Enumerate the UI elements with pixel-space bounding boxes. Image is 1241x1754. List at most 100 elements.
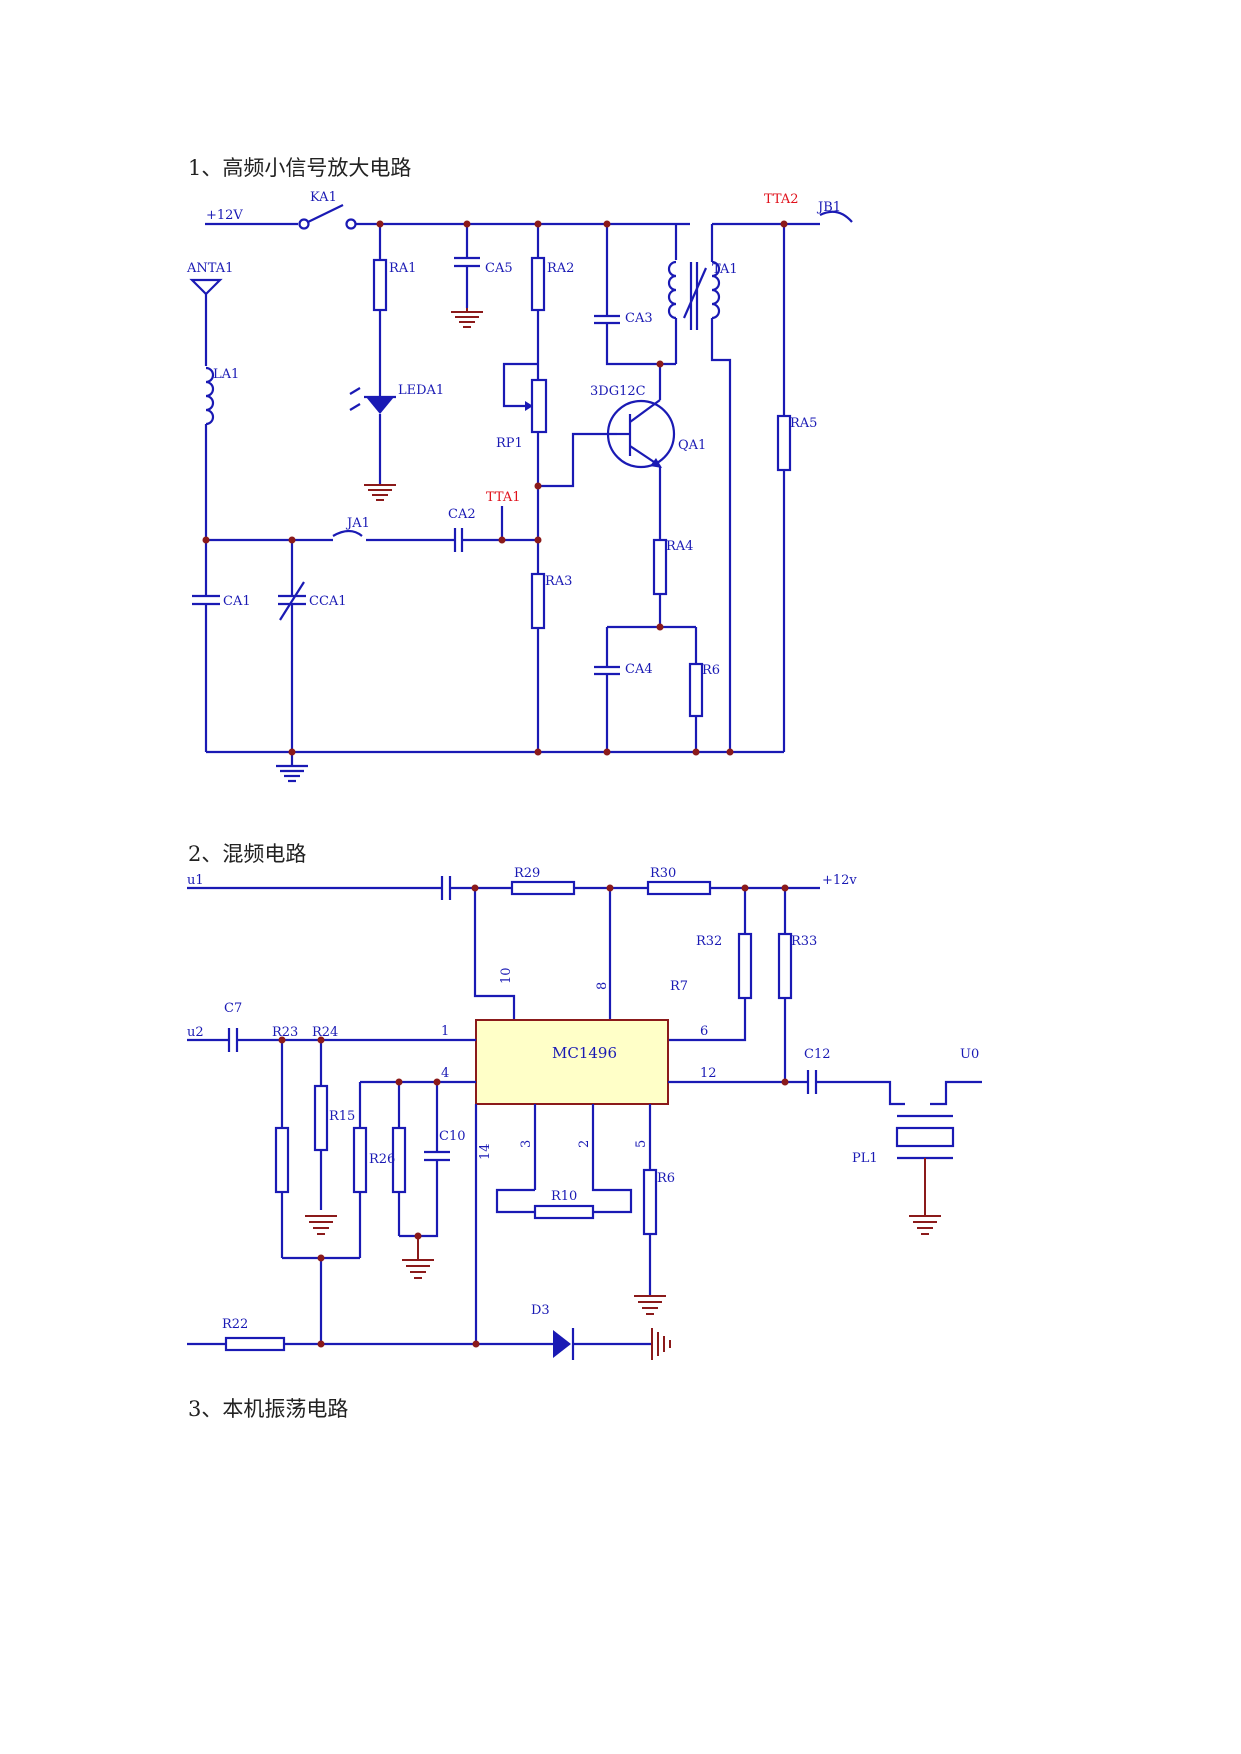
label-ca4: CA4 [625, 662, 653, 677]
label-r7: R7 [670, 979, 688, 994]
section-title-rf-amplifier: 1、高频小信号放大电路 [188, 156, 412, 180]
label-rp1: RP1 [496, 436, 523, 451]
label-c12: C12 [804, 1047, 831, 1062]
switch-contact-left [298, 218, 310, 230]
label-ic: MC1496 [552, 1044, 617, 1062]
transformer-ta1-primary [667, 260, 677, 320]
label-supply: +12V [206, 208, 243, 223]
label-pin1: 1 [441, 1024, 449, 1039]
resistor-r29 [510, 880, 576, 896]
circuit-rf-amplifier: +12V KA1 ANTA1 LA1 RA1 LEDA1 CA5 RA2 RP1… [186, 190, 853, 783]
resistor-r15 [313, 1084, 329, 1152]
resistor-ra5 [776, 414, 792, 472]
label-la1: LA1 [213, 367, 239, 382]
label-pl1: PL1 [852, 1151, 878, 1166]
label-pin4: 4 [441, 1066, 449, 1081]
switch-contact-right [345, 218, 357, 230]
label-3dg12c: 3DG12C [590, 384, 646, 399]
label-leda1: LEDA1 [398, 383, 444, 398]
label-r33: R33 [791, 934, 817, 949]
label-pin14: 14 [478, 1143, 493, 1160]
transistor-qa1 [606, 399, 676, 469]
jack-jb1 [819, 210, 853, 223]
label-u1: u1 [187, 873, 204, 888]
label-cca1: CCA1 [309, 594, 347, 609]
label-qa1: QA1 [678, 438, 706, 453]
label-pin2: 2 [577, 1140, 592, 1148]
label-tta2: TTA2 [764, 192, 799, 207]
label-ta1: TA1 [712, 262, 738, 277]
label-pin3: 3 [519, 1140, 534, 1148]
transformer-ta1-secondary [711, 260, 721, 320]
label-pin10: 10 [499, 967, 514, 984]
label-r10: R10 [551, 1189, 577, 1204]
section-title-local-oscillator: 3、本机振荡电路 [188, 1397, 349, 1421]
resistor-ra1 [372, 258, 388, 312]
label-r26: R26 [369, 1152, 395, 1167]
label-r23: R23 [272, 1025, 298, 1040]
label-ca2: CA2 [448, 507, 476, 522]
diode-d3 [553, 1330, 571, 1358]
label-anta1: ANTA1 [186, 261, 233, 276]
resistor-r6-c1 [688, 662, 704, 718]
label-ca5: CA5 [485, 261, 513, 276]
crystal-pl1 [895, 1126, 955, 1148]
resistor-r10 [533, 1204, 595, 1220]
label-ja1: JA1 [345, 516, 370, 531]
ground-symbol-c10 [402, 1236, 434, 1279]
label-ra3: RA3 [545, 574, 572, 589]
label-r6-c1: R6 [702, 663, 720, 678]
label-ra2: RA2 [547, 261, 574, 276]
ground-symbol-ca5 [451, 308, 483, 328]
label-c10: C10 [439, 1129, 466, 1144]
label-ra5: RA5 [790, 416, 817, 431]
inductor-la1 [205, 366, 215, 426]
switch-ka1-blade [307, 204, 344, 223]
junctions-c1 [202, 220, 788, 756]
label-ca1: CA1 [223, 594, 251, 609]
label-r15: R15 [329, 1109, 355, 1124]
label-d3: D3 [531, 1303, 550, 1318]
label-pin6: 6 [700, 1024, 708, 1039]
label-r22: R22 [222, 1317, 248, 1332]
led-leda1 [366, 397, 394, 414]
resistor-r26-left [352, 1126, 368, 1194]
ground-symbol-pl1 [909, 1215, 941, 1235]
resistor-r22 [224, 1336, 286, 1352]
label-ra1: RA1 [389, 261, 416, 276]
label-tta1: TTA1 [486, 490, 521, 505]
label-r6-c2: R6 [657, 1171, 675, 1186]
ground-symbol-r15 [305, 1215, 337, 1235]
label-ca3: CA3 [625, 311, 653, 326]
potentiometer-rp1 [530, 378, 548, 434]
jumper-ja1 [332, 529, 363, 537]
ground-symbol-d3 [651, 1328, 671, 1360]
label-r29: R29 [514, 866, 540, 881]
label-pin12: 12 [700, 1066, 717, 1081]
resistor-ra2 [530, 256, 546, 312]
resistor-ra3 [530, 572, 546, 630]
ground-symbol-r6 [634, 1295, 666, 1315]
label-r30: R30 [650, 866, 676, 881]
label-pin8: 8 [595, 982, 610, 990]
label-ka1: KA1 [310, 190, 337, 205]
label-pin5: 5 [634, 1140, 649, 1148]
label-c7: C7 [224, 1001, 242, 1016]
resistor-r33 [777, 932, 793, 1000]
label-jb1: JB1 [816, 200, 841, 215]
resistor-r6-c2 [642, 1168, 658, 1236]
antenna-anta1 [189, 278, 223, 296]
ground-symbol-led [364, 484, 396, 501]
resistor-r30 [646, 880, 712, 896]
section-title-mixer: 2、混频电路 [188, 842, 307, 866]
junctions-c2 [278, 884, 789, 1348]
label-u2: u2 [187, 1025, 204, 1040]
circuit-mixer: MC1496 [187, 866, 982, 1360]
resistor-ra4 [652, 538, 668, 596]
label-supply-2: +12v [822, 873, 857, 888]
ic-mc1496 [475, 1019, 669, 1105]
ground-symbol-main [276, 752, 308, 783]
label-ra4: RA4 [666, 539, 693, 554]
resistor-r32 [737, 932, 753, 1000]
